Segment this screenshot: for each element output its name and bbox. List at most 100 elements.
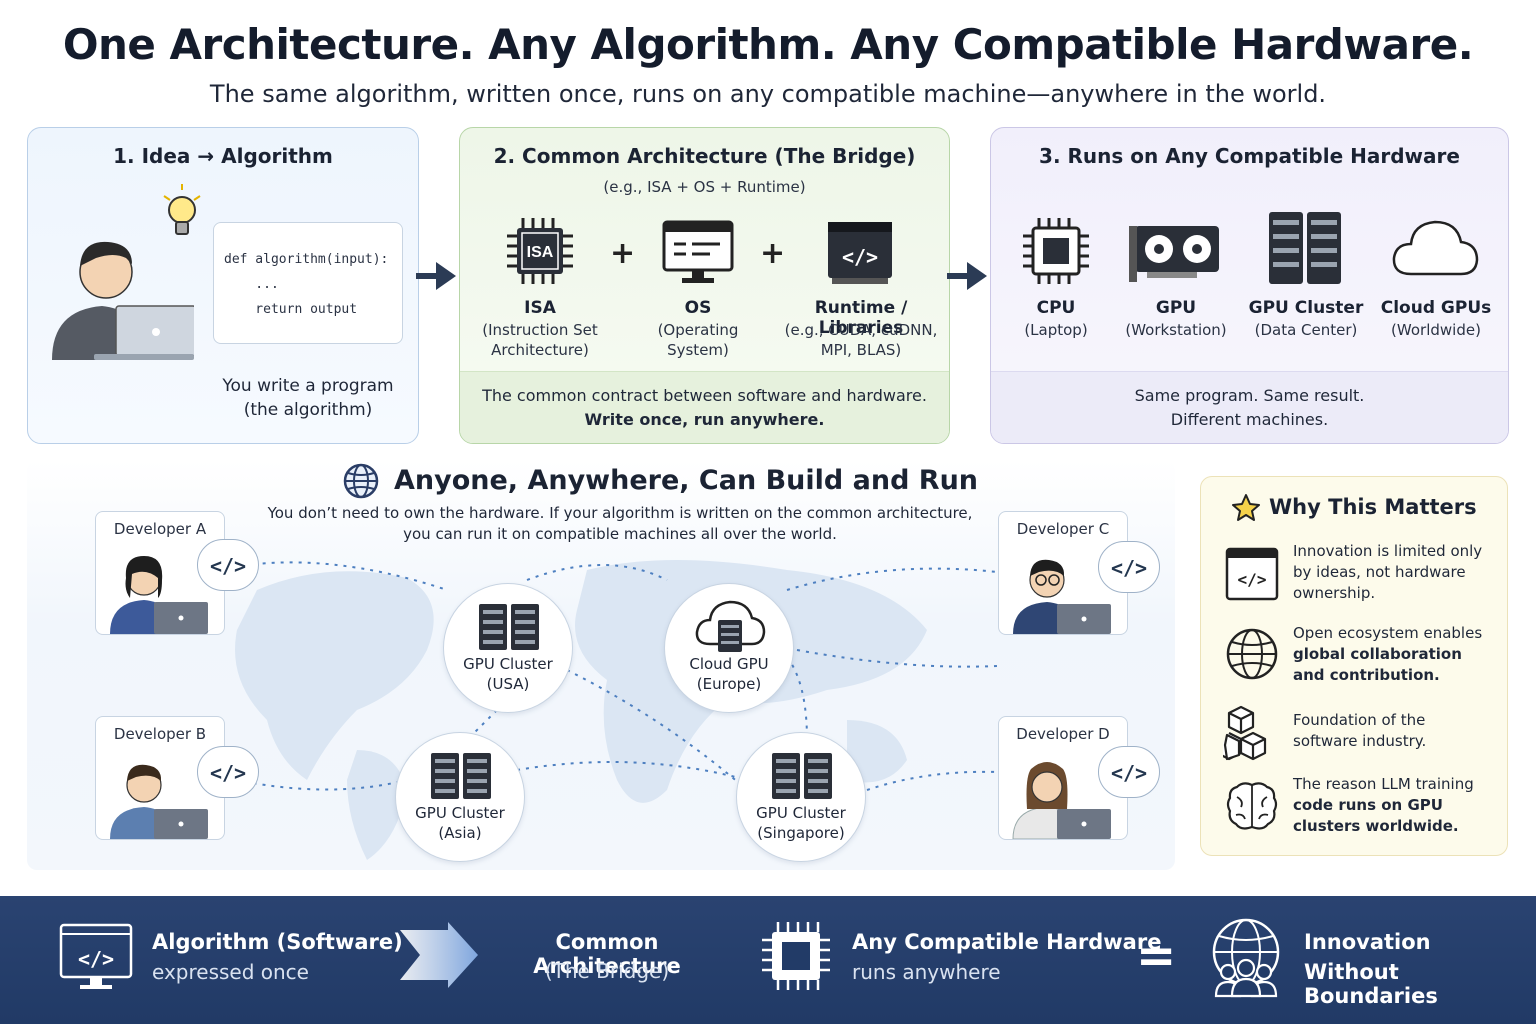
why-line: The reason LLM training — [1293, 775, 1474, 793]
why-line: software industry. — [1293, 732, 1427, 750]
chip-icon — [762, 922, 830, 990]
cloud-server-icon — [695, 600, 766, 652]
svg-text:</>: </> — [210, 554, 246, 578]
code-line: return output — [224, 302, 358, 317]
footer-architecture-title: Common Architecture — [533, 930, 681, 978]
developer-avatar-icon — [110, 764, 208, 839]
why-item: Open ecosystem enables global collaborat… — [1293, 623, 1493, 686]
code-bubble: </> — [1098, 541, 1160, 593]
plus-sign: + — [610, 236, 636, 271]
flow-arrow-icon — [416, 262, 456, 290]
why-line: Innovation is limited only — [1293, 542, 1483, 560]
gpu-label: GPU — [1155, 298, 1197, 318]
developer-name: Developer A — [113, 520, 207, 538]
node-label: GPU Cluster (Singapore) — [737, 803, 865, 843]
developer-name: Developer D — [1016, 725, 1110, 743]
network-section-description: You don’t need to own the hardware. If y… — [255, 503, 985, 545]
panel-common-architecture: 2. Common Architecture (The Bridge) (e.g… — [459, 127, 950, 444]
isa-desc: (Instruction Set Architecture) — [470, 320, 610, 360]
flow-arrow-icon — [947, 262, 987, 290]
star-icon — [1232, 494, 1260, 521]
cloud-gpus-label: Cloud GPUs — [1380, 298, 1492, 318]
node-name: GPU Cluster — [463, 655, 553, 673]
runtime-libraries-icon: </> — [828, 222, 892, 284]
node-location: (USA) — [486, 675, 530, 693]
node-location: (Europe) — [696, 675, 762, 693]
node-location: (Asia) — [438, 824, 482, 842]
caption-line: (the algorithm) — [243, 400, 373, 420]
why-line: Open ecosystem enables — [1293, 624, 1483, 642]
footer-architecture-sub: (The Bridge) — [544, 959, 670, 983]
node-label: GPU Cluster (USA) — [444, 654, 572, 694]
svg-text:</>: </> — [210, 761, 246, 785]
developer-with-laptop-icon — [52, 241, 194, 360]
node-name: GPU Cluster — [756, 804, 846, 822]
globe-people-icon — [1212, 918, 1280, 998]
node-gpu-cluster-singapore: GPU Cluster (Singapore) — [736, 732, 866, 862]
node-label: GPU Cluster (Asia) — [396, 803, 524, 843]
why-line: by ideas, not hardware — [1293, 563, 1466, 581]
code-icon: </> — [1111, 761, 1147, 785]
runtime-desc: (e.g., CUDA, cuDNN, MPI, BLAS) — [770, 320, 949, 360]
node-label: Cloud GPU (Europe) — [665, 654, 793, 694]
cpu-chip-icon — [1023, 218, 1089, 284]
node-cloud-gpu-europe: Cloud GPU (Europe) — [664, 583, 794, 713]
isa-label: ISA — [524, 298, 556, 318]
caption-line: You write a program — [222, 376, 394, 396]
node-gpu-cluster-usa: GPU Cluster (USA) — [443, 583, 573, 713]
equals-sign: = — [1136, 928, 1177, 984]
svg-text:ISA: ISA — [527, 244, 554, 261]
plus-sign: + — [760, 236, 786, 271]
runtime-label: Runtime / Libraries — [814, 298, 908, 338]
footer-innovation-sub: Without Boundaries — [1304, 960, 1438, 1008]
desc-line: System) — [667, 341, 729, 359]
developer-avatar-icon — [110, 556, 208, 634]
isa-chip-icon: ISA — [507, 218, 573, 284]
why-line: Foundation of the — [1293, 711, 1426, 729]
desc-line: (Instruction Set — [482, 321, 598, 339]
lightbulb-icon — [163, 184, 201, 235]
developer-avatar-icon — [1013, 559, 1111, 634]
footer-line: Different machines. — [1170, 410, 1329, 429]
node-name: GPU Cluster — [415, 804, 505, 822]
developer-card-c: Developer C — [998, 511, 1128, 635]
developer-avatar-icon — [1012, 762, 1111, 839]
svg-text:</>: </> — [1111, 761, 1147, 785]
svg-text:</>: </> — [1111, 556, 1147, 580]
footer-algorithm-sub: expressed once — [152, 960, 309, 984]
why-line: code runs on GPU — [1293, 796, 1443, 814]
page-title: One Architecture. Any Algorithm. Any Com… — [62, 20, 1474, 69]
code-icon: </> — [1111, 556, 1147, 580]
svg-text:</>: </> — [78, 947, 114, 971]
developer-name: Developer B — [113, 725, 207, 743]
panel-title: 1. Idea → Algorithm — [113, 144, 333, 168]
footer-hardware-sub: runs anywhere — [852, 960, 1001, 984]
gpu-cluster-desc: (Data Center) — [1254, 321, 1358, 339]
globe-icon — [1226, 628, 1278, 680]
page-subtitle: The same algorithm, written once, runs o… — [209, 80, 1327, 108]
desc-line: You don’t need to own the hardware. If y… — [267, 504, 973, 522]
code-icon: </> — [210, 554, 246, 578]
desc-line: you can run it on compatible machines al… — [403, 525, 837, 543]
developer-name: Developer C — [1016, 520, 1110, 538]
panel-idea-algorithm: 1. Idea → Algorithm def algorithm(input)… — [27, 127, 419, 444]
desc-line: Architecture) — [491, 341, 589, 359]
code-bubble: </> — [197, 746, 259, 798]
os-desc: (Operating System) — [628, 320, 768, 360]
os-label: OS — [684, 298, 712, 318]
why-item: Foundation of the software industry. — [1293, 710, 1493, 752]
blocks-cubes-icon — [1223, 705, 1267, 761]
gpu-cluster-server-icon — [1269, 212, 1341, 284]
why-line: clusters worldwide. — [1293, 817, 1459, 835]
os-monitor-icon — [662, 220, 734, 283]
footer-hardware-title: Any Compatible Hardware — [852, 930, 1162, 954]
footer-line: The common contract between software and… — [482, 386, 927, 405]
chevron-arrow-icon — [400, 922, 478, 988]
code-line: def algorithm(input): — [224, 252, 389, 267]
code-window-icon: </> — [1225, 547, 1279, 601]
why-line: global collaboration — [1293, 645, 1462, 663]
code-bubble: </> — [1098, 746, 1160, 798]
desc-line: (e.g., CUDA, cuDNN, — [784, 321, 938, 339]
gpu-card-icon — [1129, 226, 1219, 282]
cpu-label: CPU — [1036, 298, 1076, 318]
